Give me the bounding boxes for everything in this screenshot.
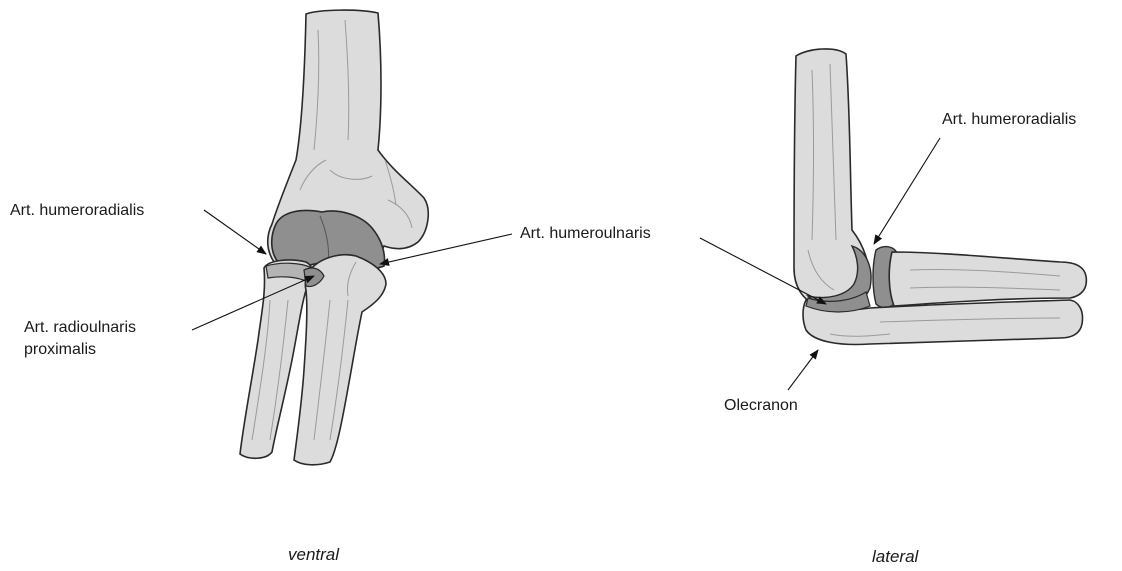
- leader-olecranon: [788, 350, 818, 390]
- leader-ventral-humeroradialis: [204, 210, 266, 254]
- lateral-view: [794, 49, 1086, 345]
- ventral-view: [240, 10, 428, 465]
- caption-ventral: ventral: [288, 545, 339, 565]
- label-radioulnaris-line2: proximalis: [24, 340, 96, 360]
- leader-lateral-humeroradialis: [874, 138, 940, 244]
- label-lateral-humeroradialis: Art. humeroradialis: [942, 110, 1076, 130]
- label-humeroulnaris: Art. humeroulnaris: [520, 224, 651, 244]
- label-olecranon: Olecranon: [724, 396, 798, 416]
- caption-lateral: lateral: [872, 547, 918, 567]
- lateral-radius: [889, 252, 1086, 306]
- label-ventral-humeroradialis: Art. humeroradialis: [10, 201, 144, 221]
- label-radioulnaris-line1: Art. radioulnaris: [24, 318, 136, 338]
